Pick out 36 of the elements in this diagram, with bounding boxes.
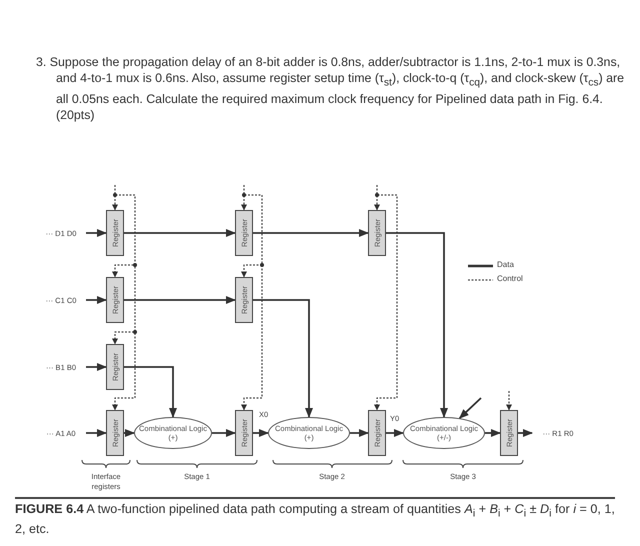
question-text: 3. Suppose the propagation delay of an 8-bit adder is 0.8ns, adder/subtractor is 1.1ns, 2-to-1 mux is 0.3ns, and 4-to-1 mux is 0.6ns. Also, assume register setup time (τ$_{st}$), clock-to-q (τ$_{cq}$), and clock-skew (τ$_{cs}$) are all 0.05ns each. Calculate the required maximum clock frequency for Pipelined data path in Fig. 6.4. (20pts) [36,54,626,124]
arrow [253,429,269,437]
register-box [500,410,518,456]
dashed-arrow [112,184,136,410]
arrow [124,429,135,437]
register-box [235,410,253,456]
register-box [106,344,124,390]
arrow [386,429,404,437]
register-box [235,277,253,323]
arrow [485,429,501,437]
arrow [86,229,107,237]
arrow [350,429,369,437]
arrow [518,429,533,437]
arrow [86,363,107,371]
register-box [368,410,386,456]
dashed-arrow [241,184,262,410]
register-box [106,210,124,256]
legend-text: Control [497,274,523,283]
arrow [124,296,236,304]
register-box [106,410,124,456]
figure-caption: FIGURE 6.4 A two-function pipelined data path computing a stream of quantities A$_{i}$ + B$_{i}$ + C$_{i}$ ± D$_{i}$ for i = 0, 1, 2, etc. [15,497,615,537]
arrow [386,232,448,418]
dashed-arrow [374,184,398,410]
arrow [253,229,369,237]
dashed-arrow [506,390,512,410]
arrow [212,429,236,437]
arrow [458,397,482,419]
register-box [106,277,124,323]
arrow [86,429,107,437]
arrow [124,366,177,418]
register-box [368,210,386,256]
arrow [253,299,313,418]
register-box [235,210,253,256]
arrow [86,296,107,304]
arrow [124,229,236,237]
legend-text: Data [497,260,514,269]
